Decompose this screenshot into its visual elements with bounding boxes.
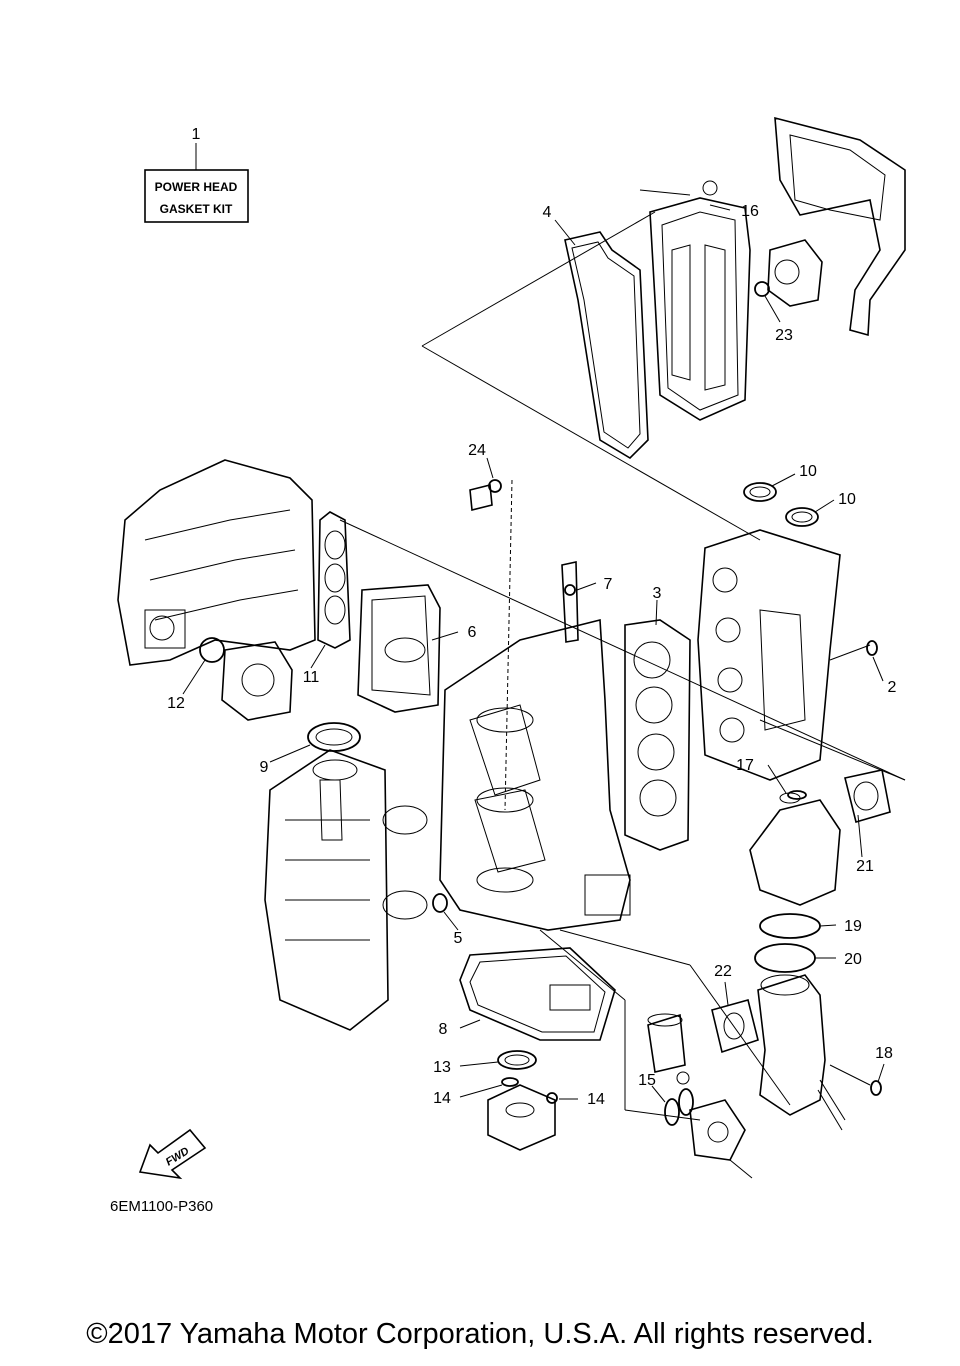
label-10b: 10 (838, 491, 856, 508)
label-11: 11 (303, 669, 320, 686)
crankshaft-assembly (264, 637, 428, 1031)
cylinder-head-cover (639, 180, 751, 421)
oil-filter (647, 1013, 690, 1085)
filter-bracket (689, 1099, 753, 1179)
o-ring-23 (754, 281, 770, 297)
label-15: 15 (638, 1072, 656, 1089)
kit-line-1: POWER HEAD (155, 180, 238, 194)
label-2: 2 (888, 679, 897, 696)
o-ring-14b (546, 1092, 558, 1104)
oil-seal-9 (307, 722, 361, 752)
part-labels: 1 4 16 23 24 10 10 7 3 6 11 12 2 9 17 21… (167, 126, 896, 1108)
kit-line-2: GASKET KIT (160, 202, 233, 216)
intake-manifold (117, 459, 316, 666)
cylinder-head (697, 529, 841, 781)
head-gasket (624, 619, 691, 851)
o-ring-18 (870, 1080, 882, 1096)
o-ring-7 (564, 584, 576, 596)
label-4: 4 (543, 204, 552, 221)
exhaust-manifold-upper (749, 792, 841, 906)
cylinder-block (439, 618, 631, 931)
label-12: 12 (167, 695, 185, 712)
o-ring-20 (754, 943, 816, 973)
fwd-arrow-icon: FWD (138, 1128, 207, 1180)
intake-manifold-gasket (317, 511, 351, 649)
leader-lines (182, 204, 885, 1103)
label-23: 23 (775, 327, 793, 344)
o-ring-14a (501, 1077, 519, 1087)
power-head-exploded-diagram: POWER HEAD GASKET KIT (110, 116, 906, 1215)
oil-seal-13 (497, 1050, 537, 1070)
o-ring-12 (199, 637, 225, 663)
gasket-21 (844, 769, 891, 824)
label-20: 20 (844, 951, 862, 968)
label-6: 6 (468, 624, 477, 641)
label-7: 7 (604, 576, 613, 593)
gasket-22 (711, 999, 759, 1054)
head-cover-gasket (564, 231, 649, 460)
label-13: 13 (433, 1059, 451, 1076)
label-19: 19 (844, 918, 862, 935)
label-14a: 14 (433, 1090, 451, 1107)
gasket-kit-box: POWER HEAD GASKET KIT (144, 143, 249, 223)
label-8: 8 (439, 1021, 448, 1038)
label-1: 1 (192, 126, 201, 143)
oil-pan-gasket (459, 947, 616, 1041)
label-17: 17 (736, 757, 754, 774)
gasket-15a (664, 1098, 680, 1126)
gasket-15b (678, 1088, 694, 1116)
label-24: 24 (468, 442, 486, 459)
label-22: 22 (714, 963, 732, 980)
exhaust-manifold-lower (757, 974, 846, 1131)
diagram-code: 6EM1100-P360 (110, 1198, 213, 1215)
oil-seal-10a (743, 482, 777, 502)
exhaust-cover (774, 116, 906, 337)
cover-plate (357, 584, 441, 713)
label-21: 21 (856, 858, 874, 875)
throttle-body (221, 641, 293, 721)
oil-pump (487, 1084, 556, 1151)
label-5: 5 (454, 930, 463, 947)
copyright-notice: ©2017 Yamaha Motor Corporation, U.S.A. A… (86, 1318, 874, 1350)
o-ring-5 (432, 893, 448, 913)
o-ring-17 (787, 790, 807, 800)
o-ring-19 (759, 913, 821, 939)
oil-seal-10b (785, 507, 819, 527)
label-9: 9 (260, 759, 269, 776)
o-ring-24 (488, 479, 502, 493)
thermostat-housing (767, 239, 823, 307)
label-14b: 14 (587, 1091, 605, 1108)
o-ring-2 (866, 640, 878, 656)
label-16: 16 (741, 203, 759, 220)
fwd-label: FWD (164, 1145, 192, 1168)
label-18: 18 (875, 1045, 893, 1062)
label-10a: 10 (799, 463, 817, 480)
label-3: 3 (653, 585, 662, 602)
